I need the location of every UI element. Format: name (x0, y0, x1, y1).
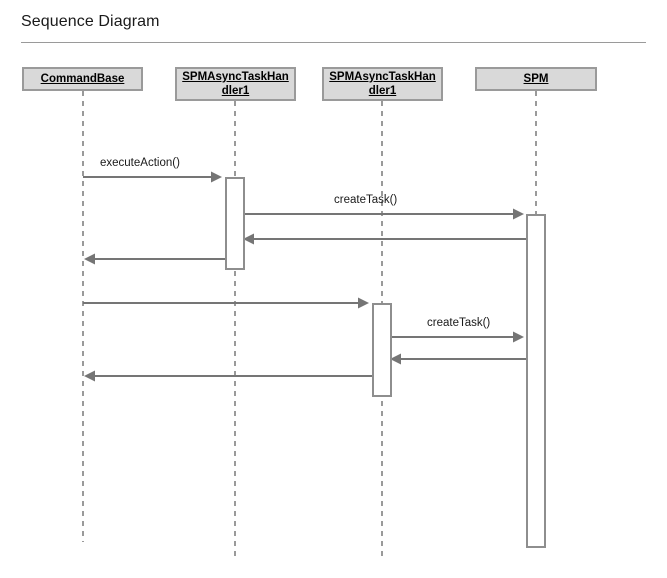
message-label-msg-6: createTask() (427, 317, 491, 329)
activation-bar-handler-b[interactable] (372, 303, 392, 397)
participant-label: SPMAsyncTaskHandler1 (329, 71, 436, 97)
message-msg-6 (392, 331, 524, 343)
participant-spm[interactable]: SPM (475, 67, 597, 91)
participant-label: SPM (523, 73, 549, 85)
message-arrowhead (84, 370, 95, 382)
participant-handler-b[interactable]: SPMAsyncTaskHandler1 (322, 67, 443, 101)
message-arrowhead (358, 297, 369, 309)
activation-bar-spm[interactable] (526, 214, 546, 548)
message-msg-1 (83, 171, 222, 183)
message-arrowhead (513, 208, 524, 220)
message-msg-4 (84, 253, 225, 265)
activation-bar-handler-a[interactable] (225, 177, 245, 270)
message-arrowhead (84, 253, 95, 265)
message-msg-8 (84, 370, 372, 382)
message-msg-3 (243, 233, 526, 245)
message-msg-2 (245, 208, 524, 220)
message-msg-7 (390, 353, 526, 365)
title-divider (21, 42, 646, 43)
message-label-msg-1: executeAction() (100, 157, 180, 169)
message-label-msg-2: createTask() (334, 194, 398, 206)
message-arrowhead (211, 171, 222, 183)
participant-commandbase[interactable]: CommandBase (22, 67, 143, 91)
message-arrowhead (243, 233, 254, 245)
participant-label: CommandBase (40, 73, 125, 85)
participant-handler-a[interactable]: SPMAsyncTaskHandler1 (175, 67, 296, 101)
page-title: Sequence Diagram (21, 13, 160, 30)
message-arrowhead (513, 331, 524, 343)
message-arrowhead (390, 353, 401, 365)
message-msg-5 (83, 297, 369, 309)
participant-label: SPMAsyncTaskHandler1 (182, 71, 289, 97)
